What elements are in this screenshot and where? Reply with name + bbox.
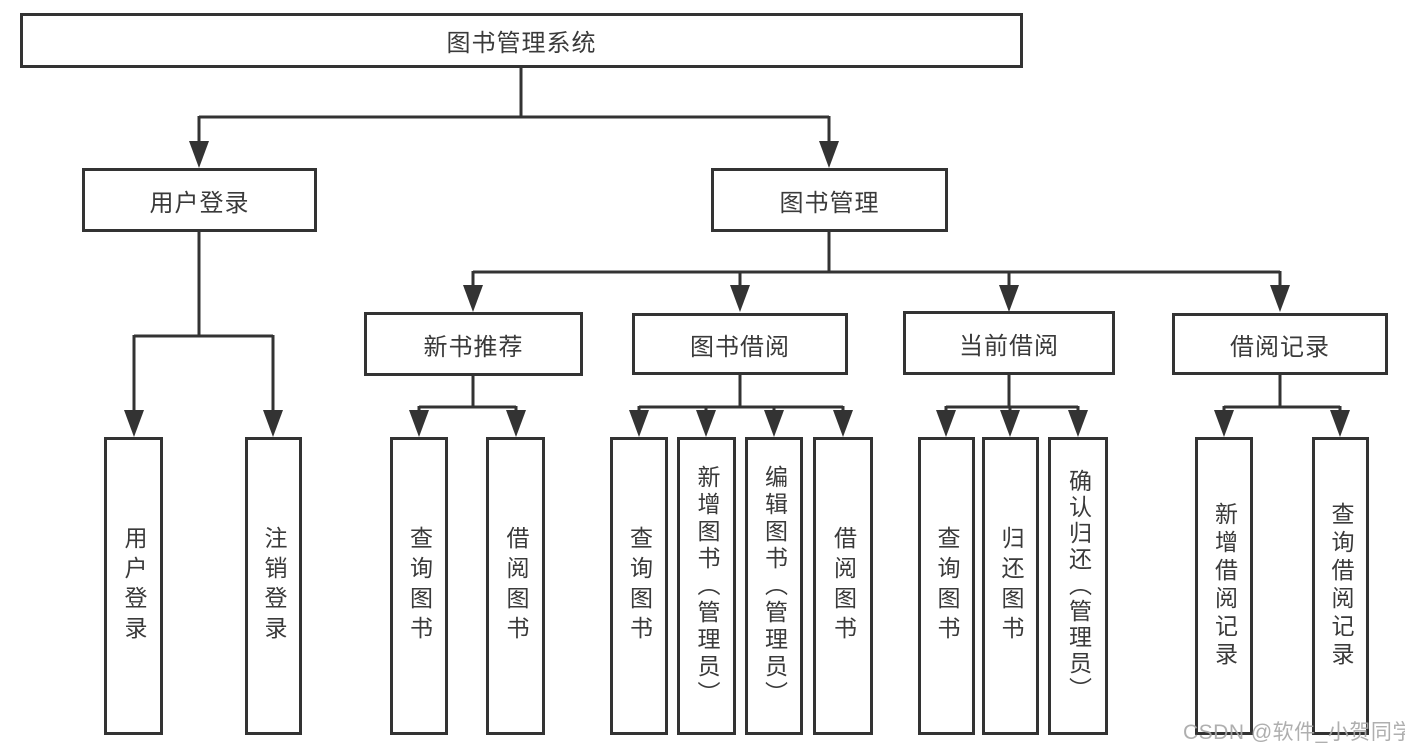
node-user-login-module: 用户登录: [82, 168, 317, 232]
node-leaf-confirm-return-admin-label: 确认归还（管理员）: [1065, 469, 1092, 703]
node-borrow-records: 借阅记录: [1172, 313, 1388, 375]
node-leaf-query-book-1: 查询图书: [390, 437, 448, 735]
arrowheads: [124, 141, 1350, 437]
node-leaf-query-book-3-label: 查询图书: [934, 526, 960, 646]
node-current-borrowing-label: 当前借阅: [959, 332, 1059, 360]
node-borrow-records-label: 借阅记录: [1230, 333, 1330, 361]
node-leaf-query-book-1-label: 查询图书: [406, 526, 433, 646]
node-leaf-borrow-book-2-label: 借阅图书: [830, 526, 857, 646]
node-leaf-add-borrow-record: 新增借阅记录: [1195, 437, 1253, 735]
node-leaf-query-borrow-record-label: 查询借阅记录: [1328, 502, 1354, 670]
node-leaf-query-book-2: 查询图书: [610, 437, 668, 735]
node-book-management: 图书管理: [711, 168, 948, 232]
node-leaf-return-book: 归还图书: [982, 437, 1039, 735]
node-new-book-recommend: 新书推荐: [364, 312, 583, 376]
node-leaf-add-borrow-record-label: 新增借阅记录: [1211, 502, 1238, 670]
node-leaf-add-book-admin-label: 新增图书（管理员）: [694, 464, 720, 708]
node-book-management-label: 图书管理: [779, 189, 880, 217]
node-library-system: 图书管理系统: [20, 13, 1023, 68]
node-leaf-add-book-admin: 新增图书（管理员）: [677, 437, 736, 735]
node-leaf-edit-book-admin: 编辑图书（管理员）: [745, 437, 803, 735]
node-leaf-borrow-book-2: 借阅图书: [813, 437, 873, 735]
node-library-system-label: 图书管理系统: [446, 30, 597, 57]
node-user-login-module-label: 用户登录: [149, 189, 250, 217]
node-leaf-confirm-return-admin: 确认归还（管理员）: [1048, 437, 1108, 735]
node-leaf-user-login: 用户登录: [104, 437, 163, 735]
node-leaf-return-book-label: 归还图书: [998, 526, 1024, 646]
node-current-borrowing: 当前借阅: [903, 311, 1115, 375]
csdn-watermark: CSDN @软件_小贺同学: [1183, 721, 1405, 744]
node-leaf-logout: 注销登录: [245, 437, 302, 735]
node-leaf-query-borrow-record: 查询借阅记录: [1312, 437, 1369, 735]
node-leaf-user-login-label: 用户登录: [121, 526, 147, 646]
node-leaf-logout-label: 注销登录: [261, 526, 287, 646]
node-leaf-borrow-book-1: 借阅图书: [486, 437, 545, 735]
node-leaf-borrow-book-1-label: 借阅图书: [503, 526, 529, 646]
node-book-borrowing: 图书借阅: [632, 313, 848, 375]
node-book-borrowing-label: 图书借阅: [690, 333, 790, 361]
node-leaf-query-book-2-label: 查询图书: [626, 526, 653, 646]
node-leaf-query-book-3: 查询图书: [918, 437, 975, 735]
node-new-book-recommend-label: 新书推荐: [423, 333, 524, 361]
node-leaf-edit-book-admin-label: 编辑图书（管理员）: [761, 464, 788, 708]
